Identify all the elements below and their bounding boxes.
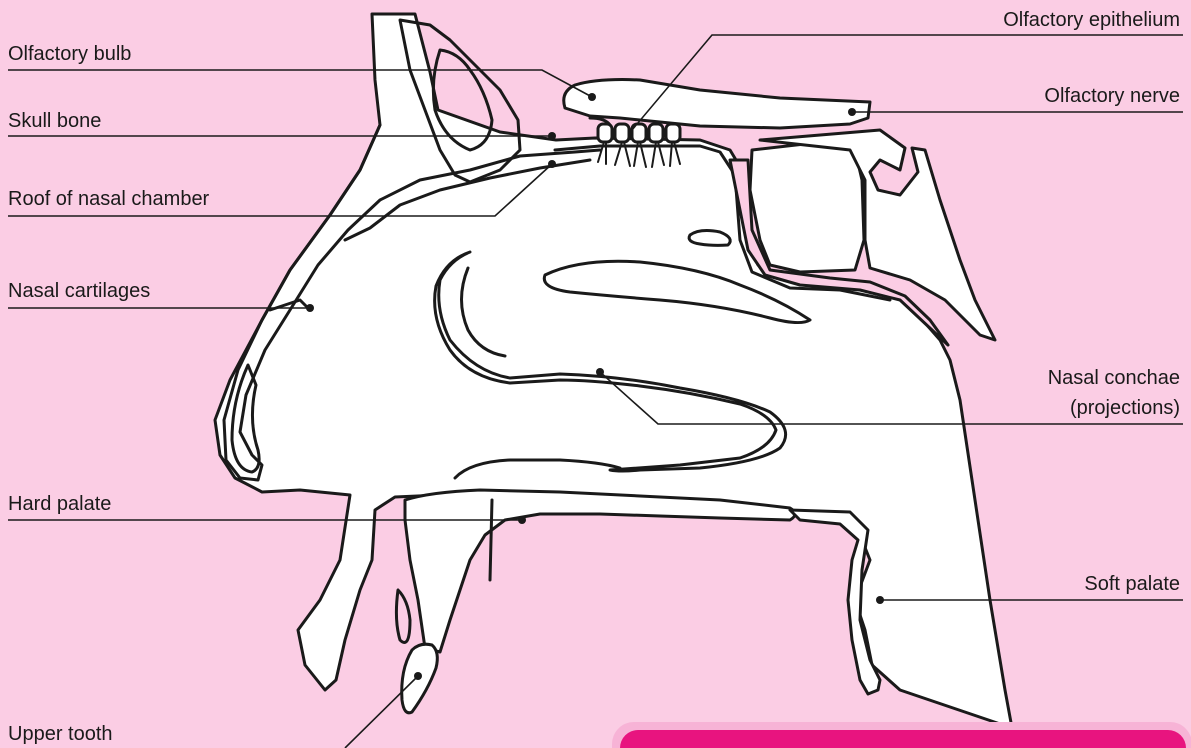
marker-olfactory-nerve bbox=[848, 108, 856, 116]
label-roof-of-nasal-chamber: Roof of nasal chamber bbox=[8, 188, 210, 210]
receptor-cell bbox=[598, 124, 612, 142]
marker-skull-bone bbox=[548, 132, 556, 140]
label-olfactory-nerve: Olfactory nerve bbox=[1044, 85, 1180, 107]
receptor-cell bbox=[666, 124, 680, 142]
label-soft-palate: Soft palate bbox=[1084, 573, 1180, 595]
sphenoid-sinus bbox=[750, 140, 864, 272]
label-nasal-cartilages: Nasal cartilages bbox=[8, 280, 150, 302]
hard-palate-shape bbox=[405, 490, 795, 652]
label-hard-palate: Hard palate bbox=[8, 493, 111, 515]
head-section-outline bbox=[215, 14, 1012, 728]
bottom-banner bbox=[612, 722, 1191, 748]
receptor-cell bbox=[649, 124, 663, 142]
upper-lip-line bbox=[396, 590, 410, 643]
nasal-cavity-illustration bbox=[215, 14, 1012, 728]
banner-fill bbox=[620, 730, 1186, 748]
label-upper-tooth: Upper tooth bbox=[8, 723, 113, 745]
label-olfactory-epithelium: Olfactory epithelium bbox=[1003, 9, 1180, 31]
label-nasal-conchae: Nasal conchae bbox=[1048, 367, 1180, 389]
marker-soft-palate bbox=[876, 596, 884, 604]
marker-roof bbox=[548, 160, 556, 168]
marker-olfactory-bulb bbox=[588, 93, 596, 101]
olfactory-bulb-shape bbox=[564, 80, 870, 128]
label-olfactory-bulb: Olfactory bulb bbox=[8, 43, 131, 65]
leader-olfactory-bulb bbox=[8, 70, 592, 97]
marker-nasal-conchae bbox=[596, 368, 604, 376]
marker-upper-tooth bbox=[414, 672, 422, 680]
label-skull-bone: Skull bone bbox=[8, 110, 101, 132]
marker-hard-palate bbox=[518, 516, 526, 524]
marker-nasal-cartilages bbox=[306, 304, 314, 312]
label-nasal-conchae-projections: (projections) bbox=[1070, 397, 1180, 419]
receptor-cell bbox=[615, 124, 629, 142]
palate-bone-line bbox=[490, 500, 492, 580]
